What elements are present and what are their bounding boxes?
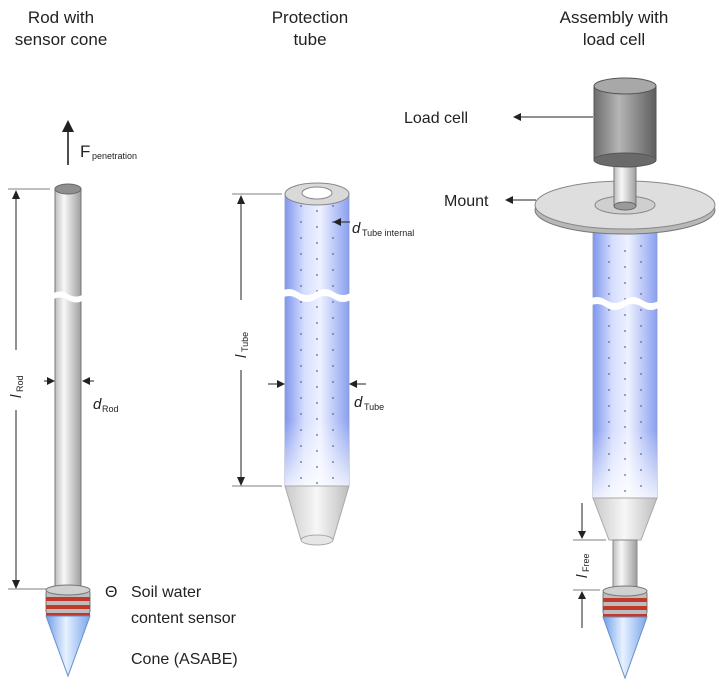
cone-label: Cone (ASABE): [131, 651, 238, 668]
tube-internal-diameter-subscript: Tube internal: [362, 228, 414, 238]
force-arrow-head-icon: [62, 120, 74, 132]
rod-sensor-ring-3: [46, 613, 90, 616]
soil-sensor-label-line1: Soil water: [131, 584, 202, 601]
force-subscript: penetration: [92, 151, 137, 161]
soil-sensor-label-line2: content sensor: [131, 610, 237, 627]
assembly-sensor-ring-1: [603, 598, 647, 602]
load-cell-top: [593, 77, 657, 95]
tube-length-arrow-bottom-icon: [237, 477, 245, 486]
assembly-tube-tip: [592, 497, 658, 541]
rod-break: [52, 291, 84, 303]
force-label: F: [80, 142, 90, 161]
load-cell-shaft-base: [613, 201, 637, 211]
soil-sensor-marker: Θ: [105, 584, 117, 601]
rod-body: [54, 188, 82, 590]
tube-length-label-bg: [232, 300, 250, 370]
rod-length-arrow-bottom-icon: [12, 580, 20, 589]
tube-diameter-label: d: [354, 394, 363, 411]
rod-with-sensor-cone: F penetration l Rod d Rod Θ Soil water c…: [8, 120, 238, 678]
assembly-tube-bottom-fade: [593, 430, 657, 500]
rod-title-line2: sensor cone: [15, 30, 108, 49]
assembly-with-load-cell: l Free Load cell Mount: [404, 77, 716, 680]
tube-length-arrow-top-icon: [237, 195, 245, 204]
tube-title-line1: Protection: [272, 8, 349, 27]
tube-diameter-subscript: Tube: [364, 402, 384, 412]
tube-bottom-fade: [285, 420, 349, 490]
free-length-label: l: [574, 574, 591, 578]
rod-length-label: l: [8, 394, 25, 398]
rod-length-arrow-top-icon: [12, 190, 20, 199]
tube-top-hole: [301, 186, 333, 200]
load-cell-body: [593, 85, 657, 161]
tube-conical-tip: [284, 485, 350, 541]
tube-title-line2: tube: [293, 30, 326, 49]
assembly-title-line1: Assembly with: [560, 8, 669, 27]
rod-sensor-ring-2: [46, 605, 90, 609]
rod-cone: [45, 615, 91, 678]
tube-break: [280, 289, 352, 302]
rod-diameter-subscript: Rod: [102, 404, 119, 414]
assembly-cone: [602, 616, 648, 680]
rod-top-end: [54, 183, 82, 195]
assembly-sensor-top: [602, 585, 648, 597]
rod-title-line1: Rod with: [28, 8, 94, 27]
rod-sensor-ring-1: [46, 597, 90, 601]
protection-tube: l Tube d Tube internal d Tube: [232, 182, 414, 546]
tube-tip-opening: [300, 534, 334, 546]
assembly-sensor-ring-3: [603, 614, 647, 617]
assembly-tube-break: [588, 297, 660, 310]
mount-label: Mount: [444, 193, 489, 210]
load-cell-label: Load cell: [404, 110, 468, 127]
tube-length-label: l: [233, 354, 250, 358]
assembly-sensor-ring-2: [603, 606, 647, 610]
assembly-title-line2: load cell: [583, 30, 645, 49]
load-cell-bottom: [593, 152, 657, 168]
tube-internal-diameter-label: d: [352, 220, 361, 237]
tube-length-subscript: Tube: [240, 332, 250, 352]
rod-length-label-bg: [8, 350, 25, 410]
rod-length-subscript: Rod: [15, 375, 25, 392]
free-length-subscript: Free: [581, 553, 591, 572]
rod-sensor-top: [45, 584, 91, 596]
assembly-free-rod: [612, 539, 638, 591]
rod-diameter-label: d: [93, 396, 102, 413]
